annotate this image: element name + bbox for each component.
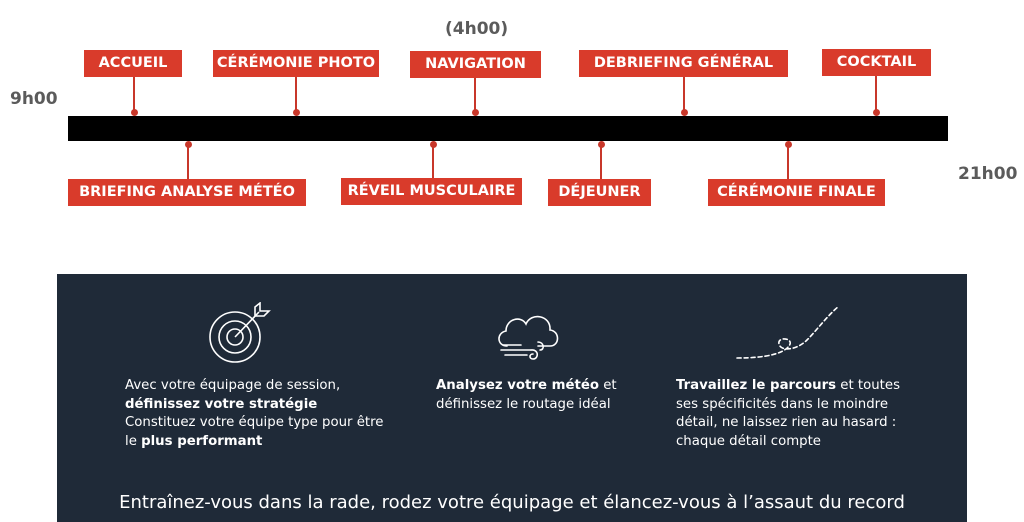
feature-bold: Travaillez le parcours — [676, 378, 837, 393]
stem — [295, 77, 297, 112]
stem-dot — [293, 109, 300, 116]
stem — [683, 77, 685, 112]
feature-line: définissez le routage idéal — [436, 396, 611, 412]
end-time: 21h00 — [958, 164, 1018, 184]
step-cocktail: COCKTAIL — [822, 49, 931, 76]
step-reveil-musculaire: RÉVEIL MUSCULAIRE — [341, 178, 522, 205]
stem — [600, 144, 602, 179]
step-ceremonie-finale: CÉRÉMONIE FINALE — [708, 179, 885, 206]
timeline-bar — [68, 116, 948, 141]
stem — [133, 77, 135, 112]
stem — [474, 78, 476, 112]
feature-line: Avec votre équipage de session, — [125, 378, 341, 393]
stem-dot — [472, 109, 479, 116]
feature-strategy-text: Avec votre équipage de session, définiss… — [125, 377, 415, 451]
feature-line: et toutes — [836, 378, 901, 393]
tagline: Entraînez-vous dans la rade, rodez votre… — [119, 492, 905, 513]
feature-bold: définissez votre stratégie — [125, 396, 318, 412]
step-dejeuner: DÉJEUNER — [548, 179, 651, 206]
stem — [187, 144, 189, 179]
step-navigation: NAVIGATION — [410, 51, 541, 78]
step-ceremonie-photo: CÉRÉMONIE PHOTO — [213, 50, 379, 77]
start-time: 9h00 — [10, 89, 58, 109]
stem-dot — [681, 109, 688, 116]
feature-weather-text: Analysez votre météo et définissez le ro… — [436, 377, 656, 414]
dashed-route-icon — [736, 305, 840, 359]
target-icon — [209, 302, 271, 363]
feature-line: chaque détail compte — [676, 433, 821, 449]
feature-line: le — [125, 433, 142, 449]
feature-line: et — [599, 378, 617, 393]
feature-course-text: Travaillez le parcours et toutes ses spé… — [676, 377, 916, 451]
stem — [875, 76, 877, 112]
step-accueil: ACCUEIL — [84, 50, 182, 77]
step-debriefing-general: DEBRIEFING GÉNÉRAL — [579, 50, 788, 77]
stem — [432, 144, 434, 179]
cloud-wind-icon — [498, 315, 559, 360]
feature-line: ses spécificités dans le moindre — [676, 396, 889, 412]
feature-bold: plus performant — [141, 433, 263, 449]
stem-dot — [131, 109, 138, 116]
step-briefing-analyse-meteo: BRIEFING ANALYSE MÉTÉO — [68, 179, 306, 206]
feature-bold: Analysez votre météo — [436, 378, 600, 393]
stem — [787, 144, 789, 179]
feature-panel: Avec votre équipage de session, définiss… — [57, 274, 967, 522]
feature-line: Constituez votre équipe type pour être — [125, 415, 384, 430]
navigation-duration: (4h00) — [445, 19, 509, 39]
feature-line: détail, ne laissez rien au hasard : — [676, 415, 897, 430]
stem-dot — [873, 109, 880, 116]
